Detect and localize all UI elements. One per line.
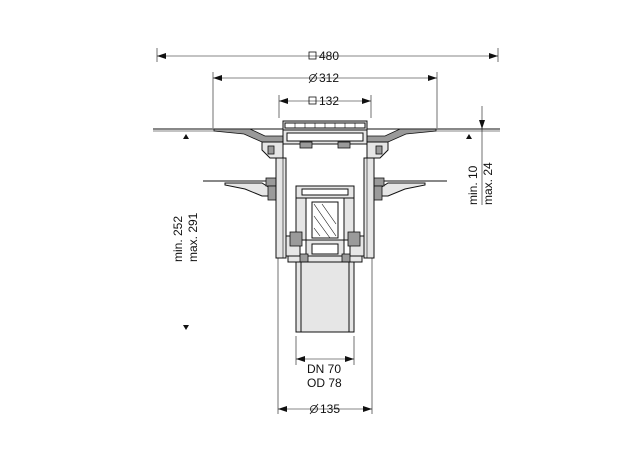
dimension-312-label: 312 — [319, 71, 339, 85]
dimension-480-label: 480 — [319, 49, 339, 63]
dimension-480: 480 — [156, 48, 499, 63]
dimension-135-label: 135 — [320, 402, 340, 416]
dimension-min10-label: min. 10 — [466, 165, 480, 205]
grating-frame — [213, 120, 437, 159]
level-marker-icon — [183, 134, 189, 139]
odour-trap — [289, 185, 361, 263]
level-marker-icon — [183, 325, 189, 330]
dimension-max24-label: max. 24 — [481, 162, 495, 205]
level-marker-icon — [466, 134, 472, 139]
square-symbol-icon — [308, 51, 317, 60]
dimension-od78-label: OD 78 — [307, 376, 342, 390]
dimension-132-label: 132 — [319, 94, 339, 108]
diameter-symbol-icon — [308, 72, 318, 84]
dimension-dn70-label: DN 70 — [307, 362, 341, 376]
dimension-312: 312 — [212, 71, 438, 128]
outlet-pipe — [295, 261, 355, 365]
diameter-symbol-icon — [309, 403, 319, 415]
dimension-min252-max291: min. 252 max. 291 — [171, 212, 200, 330]
dimension-135: 135 — [277, 258, 373, 416]
dimension-132: 132 — [278, 94, 372, 118]
dimension-max291-label: max. 291 — [186, 212, 200, 262]
square-symbol-icon — [308, 96, 317, 105]
dimension-min10-max24: min. 10 max. 24 — [466, 106, 495, 205]
dimension-dn70-od78: DN 70 OD 78 — [296, 356, 354, 390]
dimension-min252-label: min. 252 — [171, 216, 185, 262]
